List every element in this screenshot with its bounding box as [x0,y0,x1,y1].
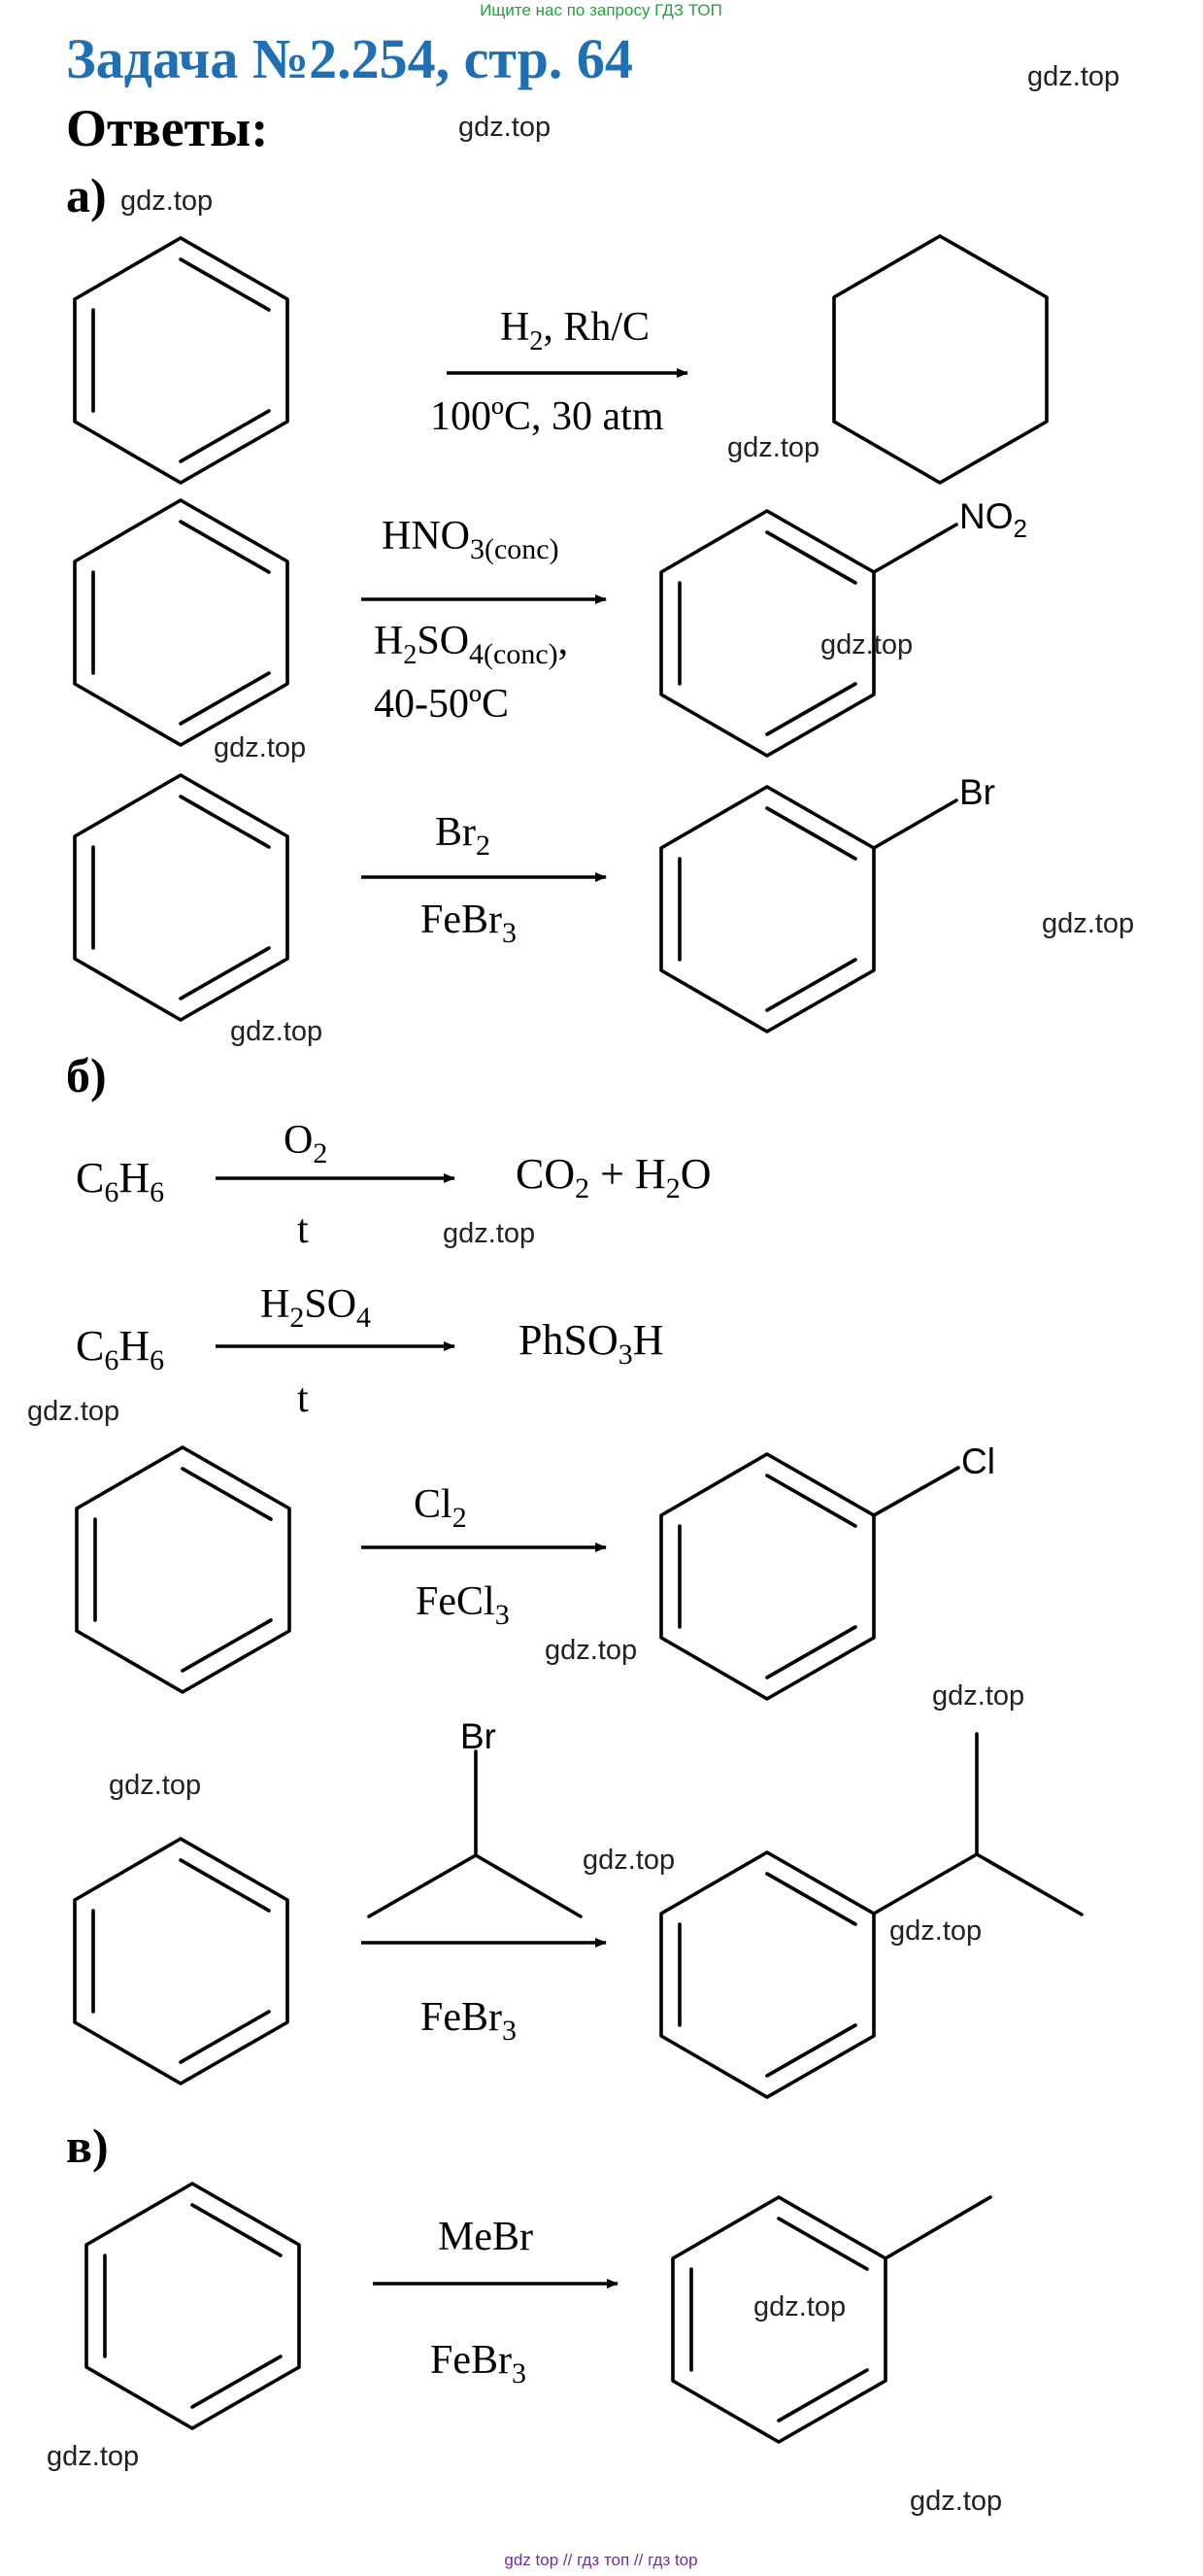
reagent-above: Br2 [435,810,490,862]
reactant-formula: C6H6 [76,1322,164,1376]
benzene-ring [75,1445,291,1694]
page-title: Задача №2.254, стр. 64 [66,27,633,90]
benzene-ring [84,2182,301,2430]
answers-label: Ответы: [66,99,268,157]
watermark-text: gdz.top [545,1635,637,1666]
watermark-text: gdz.top [753,2291,846,2322]
reactant-formula: C6H6 [76,1154,164,1208]
watermark-text: gdz.top [1027,61,1119,92]
watermark-text: gdz.top [109,1770,201,1801]
reagent-above: H2SO4 [260,1282,371,1334]
product-formula: PhSO3H [518,1316,664,1371]
watermark-text: gdz.top [27,1396,119,1427]
benzene-ring [73,236,289,485]
watermarks: gdz.top gdz.top gdz.top gdz.top gdz.top … [27,61,1134,2517]
toluene [671,2195,992,2444]
reagent-above: O2 [284,1118,327,1169]
section-label-a: а) [66,168,107,222]
reagent-above: HNO3(conc) [382,514,559,565]
chlorobenzene [659,1452,960,1701]
reagent-bromo-label: Br [460,1716,496,1756]
reagent-above: H2, Rh/C [500,305,650,356]
watermark-text: gdz.top [230,1016,322,1047]
footer-text: gdz top // гдз топ // гдз top [504,2551,697,2569]
cumene [659,1732,1084,2099]
catalyst-below: FeBr3 [420,1995,517,2047]
catalyst-below: FeBr3 [430,2338,526,2390]
conditions-below: t [297,1207,309,1252]
watermark-text: gdz.top [443,1218,535,1249]
watermark-text: gdz.top [820,629,913,661]
watermark-text: gdz.top [932,1680,1024,1712]
watermark-text: gdz.top [214,732,306,763]
reagent-below: H2SO4(conc), [374,619,568,670]
watermark-text: gdz.top [120,186,213,217]
bromo-label: Br [959,772,995,812]
bromobenzene [659,785,958,1034]
watermark-text: gdz.top [47,2441,139,2472]
chloro-label: Cl [961,1441,995,1481]
benzene-ring [73,498,289,747]
cyclohexane [832,234,1049,485]
benzene-ring [73,1837,289,2085]
watermark-text: gdz.top [910,2486,1002,2517]
catalyst-below: FeCl3 [416,1579,510,1631]
watermark-text: gdz.top [727,432,819,463]
nitrobenzene [659,509,958,758]
reagent-above: Cl2 [414,1482,467,1534]
conditions-below: t [297,1376,309,1421]
conditions-below: 100ºC, 30 atm [430,394,664,439]
catalyst-below: FeBr3 [420,898,517,949]
conditions-below: 40-50ºC [374,682,509,727]
top-banner: Ищите нас по запросу ГДЗ ТОП [480,1,722,19]
benzene-ring [73,773,289,1022]
nitro-group-label: NO2 [959,496,1027,543]
watermark-text: gdz.top [889,1915,982,1947]
watermark-text: gdz.top [583,1845,675,1876]
watermark-text: gdz.top [458,112,551,143]
2-bromopropane [367,1749,583,1918]
watermark-text: gdz.top [1042,908,1134,939]
product-formula: CO2 + H2O [516,1150,712,1204]
reagent-above: MeBr [438,2215,533,2259]
section-label-b: б) [66,1048,107,1102]
section-label-v: в) [66,2118,109,2173]
